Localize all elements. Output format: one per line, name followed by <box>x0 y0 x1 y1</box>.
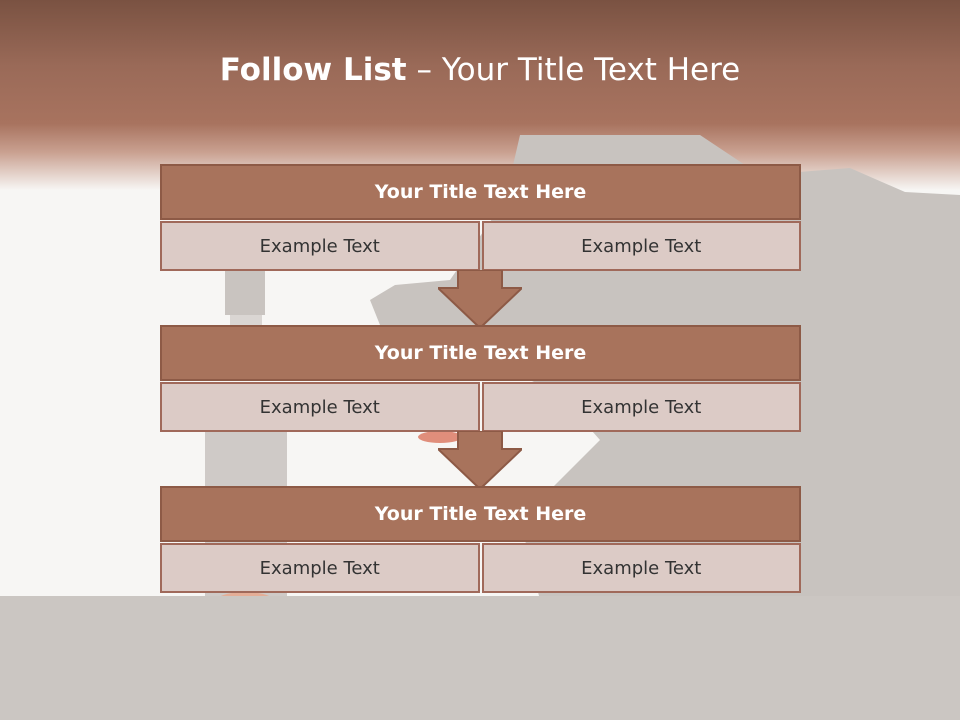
down-arrow-icon <box>438 270 522 330</box>
stage-box-3: Your Title Text Here Example Text Exampl… <box>160 486 801 593</box>
stage-cell-right: Example Text <box>481 382 801 432</box>
slide-title-bold: Follow List <box>219 52 407 88</box>
stage-cell-left: Example Text <box>160 382 480 432</box>
stage-row: Example Text Example Text <box>160 221 801 271</box>
stage-cell-right: Example Text <box>481 543 801 593</box>
stage-row: Example Text Example Text <box>160 382 801 432</box>
stage-row: Example Text Example Text <box>160 543 801 593</box>
stage-title: Your Title Text Here <box>160 325 801 381</box>
header-band <box>0 0 960 190</box>
slide-title: Follow List – Your Title Text Here <box>0 52 960 88</box>
stage-box-1: Your Title Text Here Example Text Exampl… <box>160 164 801 271</box>
stage-cell-left: Example Text <box>160 221 480 271</box>
stage-title: Your Title Text Here <box>160 164 801 220</box>
stage-box-2: Your Title Text Here Example Text Exampl… <box>160 325 801 432</box>
floor <box>0 596 960 720</box>
stage-cell-left: Example Text <box>160 543 480 593</box>
slide-title-rest: – Your Title Text Here <box>406 52 741 88</box>
down-arrow-icon <box>438 431 522 491</box>
stage-cell-right: Example Text <box>481 221 801 271</box>
stage-title: Your Title Text Here <box>160 486 801 542</box>
